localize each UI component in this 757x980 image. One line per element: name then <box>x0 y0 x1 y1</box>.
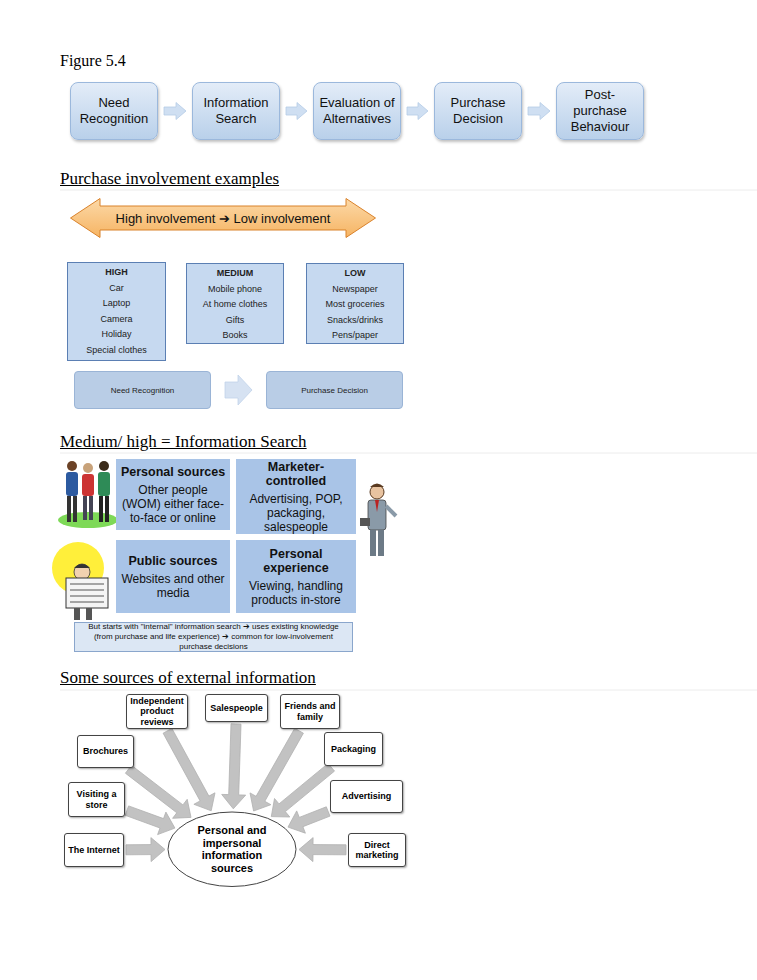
box-text: Holiday <box>101 327 131 343</box>
section-heading: Purchase involvement examples <box>60 169 279 189</box>
source-box: Personal sourcesOther people (WOM) eithe… <box>116 459 230 530</box>
box-text: Evaluation of Alternatives <box>318 95 396 127</box>
reader-clipart <box>52 542 108 620</box>
box-text: Books <box>222 328 247 344</box>
process-box: Evaluation of Alternatives <box>313 82 401 140</box>
flow-arrow <box>164 103 186 120</box>
box-heading: Public sources <box>129 554 218 568</box>
box-text: Purchase Decision <box>301 386 368 395</box>
box-heading: HIGH <box>105 265 128 281</box>
source-box: Brochures <box>77 735 134 768</box>
source-box: Packaging <box>324 732 383 766</box>
box-text: Snacks/drinks <box>327 313 383 329</box>
source-box: Visiting a store <box>68 782 125 817</box>
box-text: Special clothes <box>86 343 147 359</box>
box-text: Car <box>109 281 124 297</box>
double-arrow-band: High involvement ➔ Low involvement <box>70 198 376 238</box>
box-text: Packaging <box>331 744 376 755</box>
source-box: Independent product reviews <box>126 694 188 729</box>
box-text: Advertising, POP, packaging, salespeople <box>239 492 353 534</box>
box-heading: Personal experience <box>239 547 353 575</box>
box-heading: MEDIUM <box>217 266 254 282</box>
source-box: Public sourcesWebsites and other media <box>116 540 230 613</box>
source-box: Marketer-controlledAdvertising, POP, pac… <box>236 459 356 534</box>
category-box: HIGHCarLaptopCameraHolidaySpecial clothe… <box>67 262 166 361</box>
rule-line <box>60 690 757 691</box>
process-box: Information Search <box>192 82 280 140</box>
rule-line <box>60 190 757 191</box>
process-box: Purchase Decision <box>434 82 522 140</box>
category-box: MEDIUMMobile phoneAt home clothesGiftsBo… <box>186 263 284 344</box>
flow-arrow <box>286 103 307 120</box>
flow-arrow <box>299 838 346 862</box>
box-text: Camera <box>100 312 132 328</box>
process-box: Purchase Decision <box>266 371 403 409</box>
box-text: Websites and other media <box>119 572 227 600</box>
box-text: Most groceries <box>325 297 384 313</box>
source-box: The Internet <box>64 833 124 867</box>
box-text: Pens/paper <box>332 328 378 344</box>
box-text: Advertising <box>342 791 392 802</box>
box-heading: LOW <box>345 266 366 282</box>
flow-arrow <box>126 838 165 862</box>
box-text: Brochures <box>83 746 128 757</box>
flow-arrow <box>222 724 246 809</box>
flow-arrow <box>528 103 550 120</box>
box-text: High involvement ➔ Low involvement <box>84 211 363 226</box>
section-heading: Some sources of external information <box>60 668 316 688</box>
box-text: But starts with "internal" information s… <box>79 622 348 652</box>
source-box: Friends and family <box>280 694 340 729</box>
note-box: But starts with "internal" information s… <box>74 622 353 652</box>
source-box: Personal experienceViewing, handling pro… <box>236 540 356 613</box>
box-text: Gifts <box>226 313 245 329</box>
box-text: The Internet <box>68 845 120 856</box>
flow-arrow <box>225 375 252 405</box>
box-text: Salespeople <box>210 703 263 714</box>
box-heading: Marketer-controlled <box>239 460 353 488</box>
box-text: Post-purchase Behaviour <box>561 87 639 135</box>
box-text: Viewing, handling products in-store <box>239 579 353 607</box>
box-heading: Personal sources <box>121 465 225 479</box>
source-box: Direct marketing <box>348 833 406 867</box>
category-box: LOWNewspaperMost groceriesSnacks/drinksP… <box>306 263 404 344</box>
box-text: Newspaper <box>332 282 378 298</box>
box-text: Need Recognition <box>111 386 175 395</box>
section-heading: Medium/ high = Information Search <box>60 432 307 452</box>
box-text: Visiting a store <box>72 789 121 810</box>
rule-line <box>60 453 757 454</box>
box-text: At home clothes <box>203 297 268 313</box>
box-text: Friends and family <box>284 701 336 722</box>
flow-arrow <box>407 103 428 120</box>
box-text: Purchase Decision <box>439 95 517 127</box>
box-text: Direct marketing <box>352 840 402 861</box>
source-box: Salespeople <box>205 694 268 722</box>
box-text: Need Recognition <box>75 95 153 127</box>
process-box: Need Recognition <box>74 371 211 409</box>
source-box: Advertising <box>330 780 403 813</box>
box-text: Mobile phone <box>208 282 262 298</box>
process-box: Post-purchase Behaviour <box>556 82 644 140</box>
box-text: Information Search <box>197 95 275 127</box>
box-text: Other people (WOM) either face-to-face o… <box>119 483 227 525</box>
process-box: Need Recognition <box>70 82 158 140</box>
people-clipart <box>58 461 118 528</box>
salesman-clipart <box>360 484 396 557</box>
flow-arrow <box>125 806 175 835</box>
box-text: Independent product reviews <box>130 696 184 728</box>
hub-ellipse: Personal and impersonal information sour… <box>167 811 297 888</box>
box-text: Personal and impersonal information sour… <box>182 824 282 874</box>
box-text: Laptop <box>103 296 131 312</box>
flow-arrow <box>288 807 330 833</box>
figure-number: Figure 5.4 <box>60 52 126 70</box>
